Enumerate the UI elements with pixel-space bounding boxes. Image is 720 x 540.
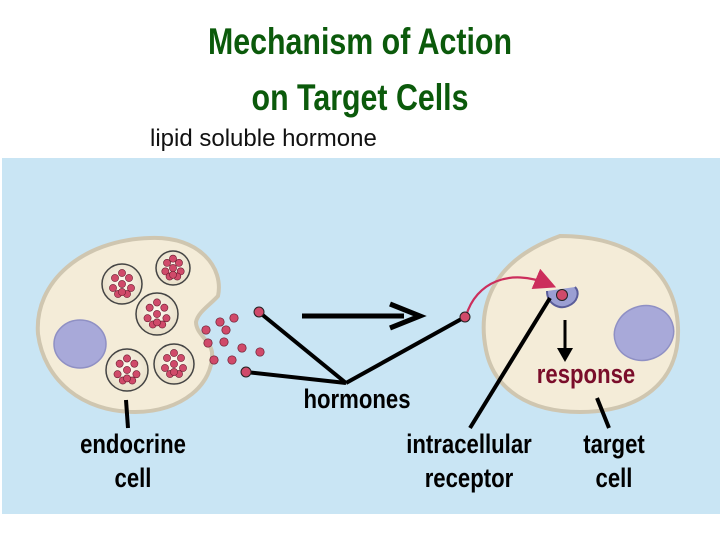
intracellular-receptor-label-line-2: receptor	[424, 463, 514, 493]
vesicle-hormone	[143, 314, 152, 323]
vesicle-hormone	[175, 258, 183, 267]
vesicle-hormone	[118, 288, 126, 296]
free-hormone	[219, 337, 229, 347]
hormone-dot-2	[240, 366, 252, 378]
vesicle-hormone	[170, 368, 178, 376]
hormones-line-1	[257, 310, 348, 385]
intracellular-receptor-label: intracellular receptor	[386, 427, 552, 495]
free-hormone	[209, 355, 219, 365]
target-nucleus	[613, 304, 675, 362]
vesicle-hormone	[163, 258, 171, 267]
vesicle-hormone	[123, 354, 131, 363]
free-hormone	[221, 325, 231, 335]
vesicle-hormone	[125, 274, 133, 282]
entry-arrow	[464, 268, 557, 317]
vesicle-hormone	[153, 298, 161, 307]
travel-arrow-head	[389, 301, 427, 331]
hormones-line-3	[345, 315, 466, 385]
free-hormone	[255, 347, 265, 357]
free-hormone	[215, 317, 225, 327]
vesicle-hormone	[170, 349, 178, 357]
endocrine-cell-label: endocrine cell	[55, 427, 211, 495]
hormones-label: hormones	[303, 384, 411, 414]
endocrine-cell-label-line-2: cell	[114, 463, 152, 493]
free-hormone	[227, 355, 237, 365]
hormone-dot-1	[253, 306, 265, 318]
bound-hormone	[556, 289, 568, 301]
vesicle-hormone	[118, 269, 126, 277]
secretory-vesicles	[101, 250, 195, 392]
vesicle-hormone	[123, 366, 131, 374]
vesicle-hormone	[169, 254, 177, 263]
vesicle-hormone	[161, 267, 170, 276]
slide-title-line-2: on Target Cells	[251, 77, 469, 118]
endocrine-cell-label-line-1: endocrine	[80, 429, 186, 459]
target-cell-pointer	[595, 397, 611, 429]
vesicle-hormone	[130, 359, 139, 368]
vesicle-hormone	[153, 318, 161, 327]
released-hormones	[201, 313, 265, 365]
vesicle-hormone	[111, 274, 119, 282]
free-hormone	[203, 338, 213, 348]
vesicle-hormone	[161, 364, 169, 372]
bottom-margin	[0, 514, 720, 540]
vesicle-hormone	[127, 284, 135, 292]
vesicle-hormone	[169, 270, 177, 279]
vesicle-hormone	[162, 314, 171, 323]
response-arrow-head	[557, 348, 573, 362]
vesicle-hormone	[145, 303, 154, 312]
vesicle-hormone	[179, 364, 187, 372]
vesicle-hormone	[113, 370, 122, 379]
vesicle-hormone	[160, 303, 169, 312]
free-hormone	[229, 313, 239, 323]
vesicle-hormone	[163, 354, 171, 362]
endocrine-cell-pointer	[124, 399, 130, 429]
slide-subtitle: lipid soluble hormone	[150, 125, 377, 152]
vesicle-hormone	[170, 360, 178, 368]
intracellular-receptor-label-line-1: intracellular	[406, 429, 532, 459]
hormone-dot-3	[459, 311, 471, 323]
target-cell-label-line-1: target	[583, 429, 645, 459]
hormones-line-2	[245, 370, 347, 385]
response-label: response	[536, 359, 636, 389]
target-cell-label: target cell	[566, 427, 661, 495]
target-cell-label-line-2: cell	[595, 463, 633, 493]
vesicle-hormone	[123, 374, 131, 383]
free-hormone	[201, 325, 211, 335]
vesicle-hormone	[118, 280, 126, 288]
endocrine-nucleus	[53, 319, 107, 369]
vesicle-hormone	[169, 264, 177, 272]
vesicle-hormone	[115, 359, 124, 368]
vesicle-hormone	[177, 354, 185, 362]
vesicle-hormone	[132, 370, 141, 379]
slide-title-line-1: Mechanism of Action	[207, 21, 512, 62]
vesicle-hormone	[109, 284, 117, 292]
receptor-pointer	[468, 296, 552, 430]
vesicle-hormone	[153, 310, 161, 318]
free-hormone	[237, 343, 247, 353]
